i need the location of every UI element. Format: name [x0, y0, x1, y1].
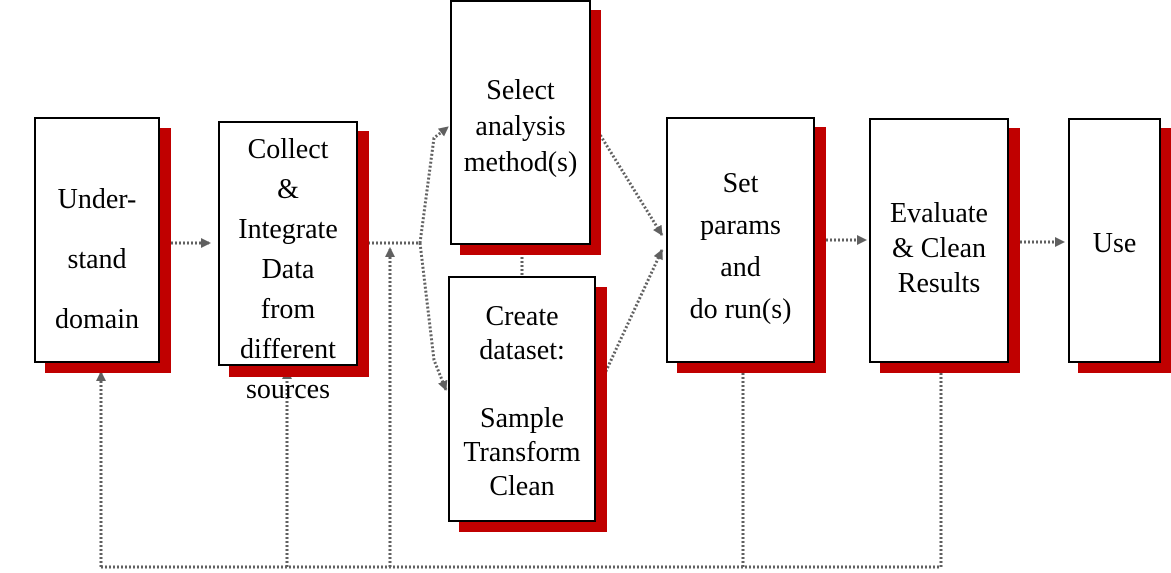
arrow-select-to-params: [592, 124, 664, 236]
select-analysis-box: [450, 0, 591, 245]
arrow-create-to-params: [592, 249, 664, 398]
arrow-to-select: [418, 125, 449, 244]
create-dataset-label: Create dataset: Sample Transform Clean: [463, 301, 581, 502]
arrow-to-create: [418, 242, 448, 391]
select-analysis-label: Select analysis method(s): [463, 75, 578, 178]
evaluate-results-box: [869, 118, 1009, 363]
evaluate-results-label: Evaluate & Clean Results: [890, 198, 988, 299]
collect-integrate-label: Collect & Integrate Data from different …: [238, 134, 338, 405]
create-dataset-box: [448, 276, 596, 522]
understand-domain-label: Under- stand domain: [55, 184, 139, 335]
set-params-box: [666, 117, 815, 363]
understand-domain-box: [34, 117, 160, 363]
use-box: [1068, 118, 1161, 363]
collect-integrate-box: [218, 121, 358, 366]
use-label: Use: [1092, 228, 1137, 259]
set-params-label: Set params and do run(s): [689, 168, 792, 325]
